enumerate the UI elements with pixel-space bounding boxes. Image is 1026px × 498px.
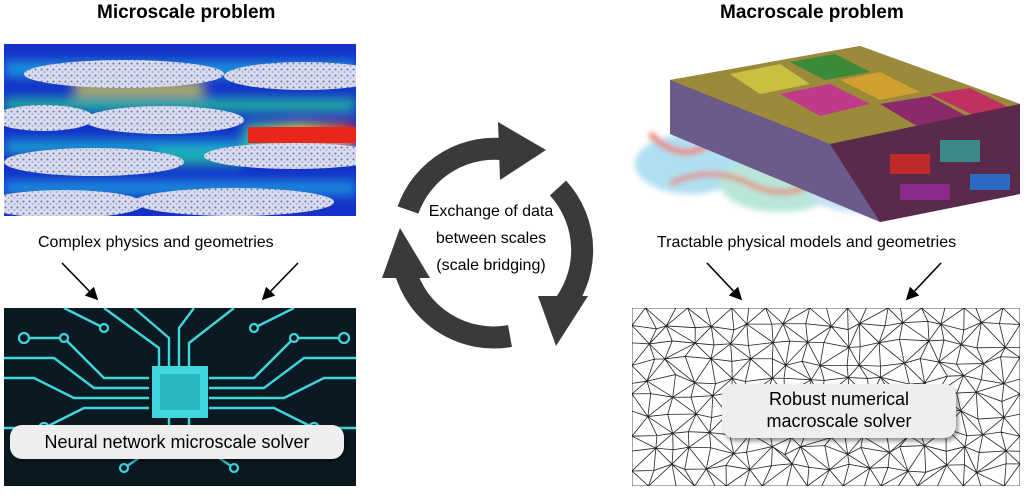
numerical-solver-label: Robust numerical macroscale solver (722, 384, 956, 438)
neural-network-solver-label: Neural network microscale solver (10, 425, 344, 459)
exchange-line-1: Exchange of data (428, 203, 554, 220)
exchange-line-3: (scale bridging) (436, 257, 546, 274)
arrow-micro-left (61, 262, 99, 301)
arrow-micro-right (261, 262, 299, 301)
circuit-board-image (4, 308, 356, 486)
exchange-description: Exchange of data between scales (scale b… (405, 198, 577, 279)
microscale-field-image (4, 44, 356, 216)
arrow-macro-left (706, 262, 743, 301)
cycle-arrows-icon (382, 122, 594, 349)
macroscale-title: Macroscale problem (720, 2, 904, 23)
arrow-macro-right (905, 262, 942, 301)
exchange-line-2: between scales (435, 230, 547, 247)
macroscale-composite-image (630, 44, 1020, 222)
microscale-caption: Complex physics and geometries (38, 234, 274, 251)
macroscale-caption: Tractable physical models and geometries (657, 234, 957, 251)
microscale-title: Microscale problem (97, 2, 276, 23)
